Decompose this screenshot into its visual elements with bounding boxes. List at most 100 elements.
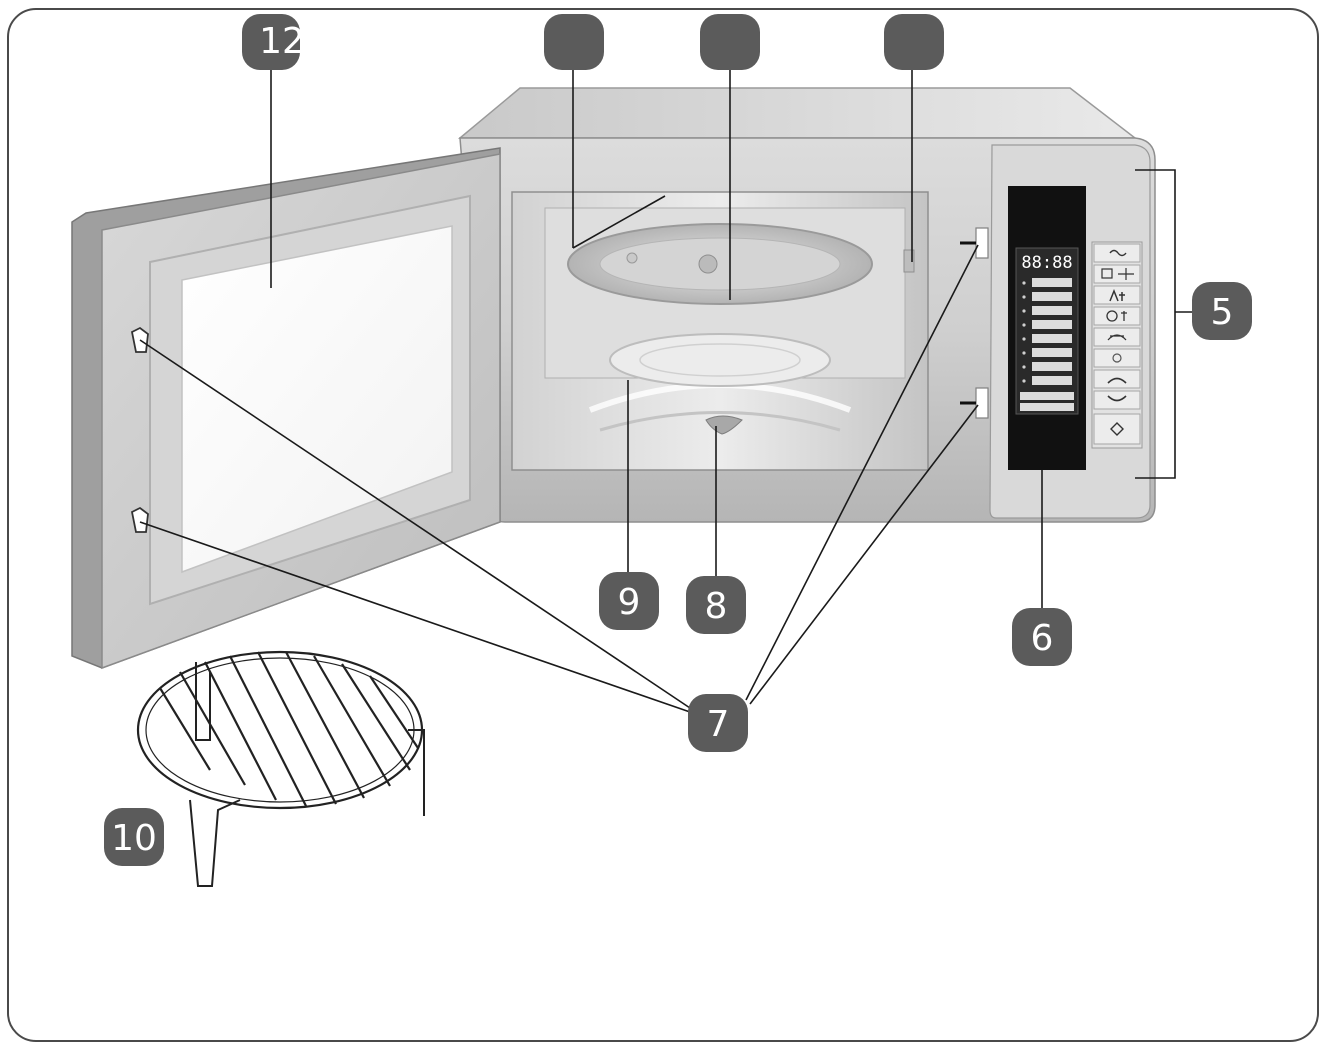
grill-center-bolt [698, 254, 718, 274]
callout-badge [242, 14, 300, 70]
auto-cook-icon [1109, 288, 1125, 302]
door-window [181, 225, 453, 574]
callout-label: 5 [1211, 292, 1234, 333]
dot [1022, 351, 1026, 355]
stop-button[interactable] [1093, 348, 1141, 368]
rack-wire [257, 651, 337, 805]
callout-label: 10 [111, 818, 157, 859]
diagram-frame [7, 8, 1319, 1042]
roller-ring [609, 333, 831, 387]
callout-top-right [884, 14, 944, 70]
down-button[interactable] [1093, 390, 1141, 410]
door-latch-bottom [130, 506, 149, 533]
oven-cavity [511, 191, 929, 471]
chevron-up-icon [1107, 377, 1127, 384]
callout-label: 12 [259, 21, 305, 62]
display-row [1020, 392, 1074, 400]
grill-button[interactable] [1093, 327, 1141, 347]
floor-groove [599, 411, 841, 432]
dot [1022, 281, 1026, 285]
callout-top-left [544, 14, 604, 70]
grill-icon [1107, 334, 1127, 341]
rack-wire [159, 687, 211, 771]
start-button[interactable] [1093, 413, 1141, 445]
callout-badge [1192, 282, 1252, 340]
start-icon [1110, 422, 1124, 436]
rack-wire [313, 655, 391, 787]
leader-latch-3 [745, 244, 979, 701]
dot [1022, 379, 1026, 383]
auto-cook-button[interactable] [1093, 285, 1141, 305]
button-face [1093, 413, 1141, 445]
callout-badge [686, 576, 746, 634]
dot [1022, 309, 1026, 313]
leader-latch-2 [139, 521, 691, 713]
clock-button[interactable] [1093, 306, 1141, 326]
grill-rack [136, 650, 425, 887]
roller-ring-inner [639, 343, 801, 377]
rack-ring [136, 650, 424, 810]
rack-leg-right [408, 729, 425, 816]
callout-label: 9 [618, 582, 641, 623]
stop-icon [1112, 353, 1122, 363]
chevron-down-icon [1107, 395, 1127, 402]
callouts: 12 5 6 7 8 9 [104, 14, 1252, 866]
callout-badge [1012, 608, 1072, 666]
latch-holes [960, 227, 989, 419]
up-button[interactable] [1093, 369, 1141, 389]
dot [1022, 295, 1026, 299]
rack-wire [369, 675, 419, 749]
dot [1022, 323, 1026, 327]
callout-top-middle [700, 14, 760, 70]
rack-wire [204, 661, 277, 801]
panel-buttons [1091, 241, 1143, 449]
callout-coupler: 8 [686, 576, 746, 634]
callout-control-panel: 5 [1192, 282, 1252, 340]
control-panel: 88:88 [1008, 186, 1143, 470]
callout-rack: 10 [104, 808, 164, 866]
microwave-icon [1109, 249, 1127, 257]
bracket-control-panel [1135, 169, 1176, 479]
defrost-icon [1118, 268, 1134, 280]
weight-defrost-icon [1101, 268, 1113, 279]
microwave-button[interactable] [1093, 243, 1141, 263]
callout-roller-ring: 9 [599, 572, 659, 630]
rack-wire [229, 655, 307, 807]
display-row [1032, 334, 1072, 343]
callout-badge [599, 572, 659, 630]
display-menu-rows [1020, 278, 1074, 411]
coupler [705, 415, 743, 435]
clock-plus-icon [1121, 311, 1127, 321]
rack-wire [285, 651, 365, 799]
display-row [1032, 376, 1072, 385]
rack-wire [341, 663, 411, 771]
callout-door: 12 [242, 14, 305, 70]
display-readout: 88:88 [1021, 253, 1072, 273]
dot [1022, 337, 1026, 341]
grill-left-bolt [626, 252, 638, 264]
dot [1022, 365, 1026, 369]
display-row [1032, 292, 1072, 301]
weight-defrost-button[interactable] [1093, 264, 1141, 284]
display-row [1032, 278, 1072, 287]
callout-badge [688, 694, 748, 752]
callout-badge [544, 14, 604, 70]
callout-badge [884, 14, 944, 70]
callout-badge [700, 14, 760, 70]
open-door [71, 147, 501, 670]
display-row [1032, 306, 1072, 315]
clock-icon [1106, 310, 1118, 322]
waveguide-cover [903, 249, 915, 273]
display-row [1032, 320, 1072, 329]
callout-latches: 7 [688, 694, 748, 752]
button-face [1093, 327, 1141, 347]
display-row [1032, 348, 1072, 357]
display-side-dots [1022, 281, 1026, 383]
callout-badge [104, 808, 164, 866]
callout-label: 7 [707, 704, 730, 745]
button-face [1093, 348, 1141, 368]
latch-hole-bottom [975, 387, 989, 419]
rack-leg-back [195, 662, 211, 741]
grill-heater-inner [599, 237, 841, 291]
